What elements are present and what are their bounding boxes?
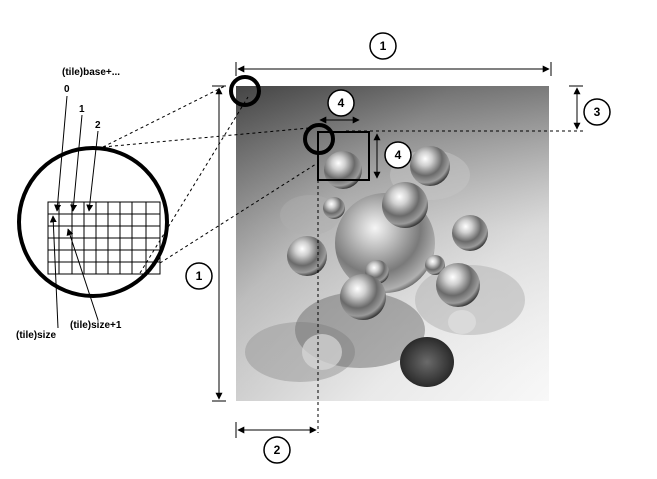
offset-x-dimension bbox=[235, 422, 317, 438]
magnifier-circle bbox=[17, 146, 169, 298]
row-0-label: 0 bbox=[64, 84, 70, 95]
callout-image-width: 1 bbox=[369, 32, 397, 60]
svg-text:4: 4 bbox=[338, 96, 345, 110]
callout-tile-width: 4 bbox=[327, 89, 355, 117]
offset-y-dimension bbox=[569, 85, 583, 130]
scene-sphere bbox=[382, 182, 428, 228]
svg-text:2: 2 bbox=[274, 443, 281, 457]
scene-dark-disk bbox=[400, 337, 454, 387]
scene-sphere bbox=[287, 236, 327, 276]
row-2-label: 2 bbox=[95, 120, 101, 131]
scene-sphere-reflection bbox=[448, 310, 476, 334]
size-label: (tile)size bbox=[16, 330, 56, 341]
tile-grid bbox=[47, 201, 161, 275]
arrow-row-2 bbox=[86, 130, 99, 212]
scene-sphere bbox=[410, 146, 450, 186]
callout-offset-y: 3 bbox=[583, 98, 611, 126]
scene-sphere bbox=[452, 215, 488, 251]
row-1-label: 1 bbox=[79, 104, 85, 115]
svg-text:1: 1 bbox=[196, 269, 203, 283]
arrow-row-1 bbox=[70, 114, 83, 212]
arrow-size bbox=[49, 215, 59, 329]
tile-box bbox=[317, 131, 370, 181]
svg-text:1: 1 bbox=[380, 39, 387, 53]
callout-image-height: 1 bbox=[185, 262, 213, 290]
connector-lines bbox=[102, 85, 584, 433]
callout-offset-x: 2 bbox=[263, 436, 291, 464]
arrow-size-plus-one bbox=[66, 228, 99, 321]
svg-text:3: 3 bbox=[594, 105, 601, 119]
callout-tile-height: 4 bbox=[384, 141, 412, 169]
origin-highlight bbox=[229, 75, 261, 107]
scene-sphere bbox=[436, 263, 480, 307]
scene-sphere bbox=[324, 151, 362, 189]
base-label: (tile)base+... bbox=[62, 67, 120, 78]
size-plus-one-label: (tile)size+1 bbox=[70, 320, 122, 331]
scene-sphere bbox=[340, 274, 386, 320]
image-width-dimension bbox=[235, 62, 552, 76]
arrow-row-0 bbox=[54, 95, 68, 212]
magnifier bbox=[17, 95, 169, 329]
image-height-dimension bbox=[212, 85, 226, 402]
scene-sphere-reflection bbox=[302, 334, 342, 370]
svg-text:4: 4 bbox=[395, 148, 402, 162]
scene-sphere bbox=[425, 255, 445, 275]
rendered-scene bbox=[236, 86, 549, 401]
scene-sphere bbox=[323, 197, 345, 219]
